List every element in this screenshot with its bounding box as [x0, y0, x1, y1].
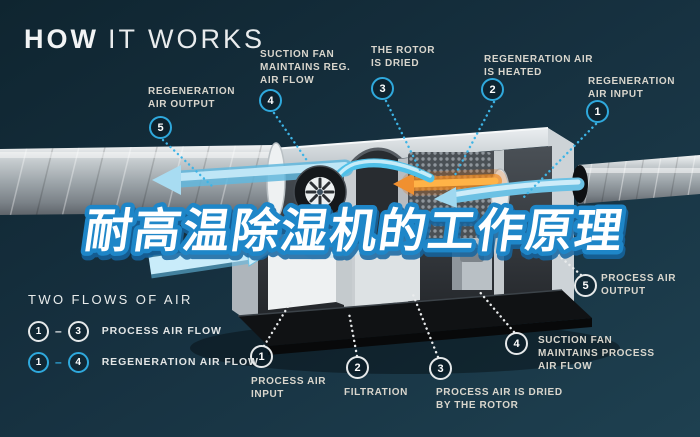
- suction-fan: [293, 165, 347, 219]
- regen-callout-5-number: 5: [149, 116, 172, 139]
- page-title-light: IT WORKS: [107, 24, 265, 54]
- process-callout-4-number: 4: [505, 332, 528, 355]
- process-callout-3-number: 3: [429, 357, 452, 380]
- heated-air-stream: [393, 169, 507, 196]
- regen-callout-5-label: REGENERATION AIR OUTPUT: [148, 86, 236, 110]
- legend-row-regeneration: 1 – 4 REGENERATION AIR FLOW: [28, 351, 259, 373]
- inner-air-slab: [300, 240, 420, 260]
- process-callout-1-number: 1: [250, 345, 273, 368]
- left-duct: [0, 142, 286, 218]
- legend-dash: –: [55, 355, 62, 369]
- process-callout-5-number: 5: [574, 274, 597, 297]
- legend-process-to: 3: [67, 320, 89, 342]
- process-callout-4-label: SUCTION FAN MAINTAINS PROCESS AIR FLOW: [538, 335, 655, 372]
- regen-callout-1-number: 1: [586, 100, 609, 123]
- motor-box: [452, 238, 492, 290]
- page-title-bold: HOW: [24, 24, 99, 54]
- legend-regen-to: 4: [67, 351, 89, 373]
- legend-regen-label: REGENERATION AIR FLOW: [101, 356, 259, 368]
- regen-callout-1-label: REGENERATION AIR INPUT: [588, 76, 676, 100]
- legend-title: TWO FLOWS OF AIR: [28, 292, 193, 307]
- process-callout-2-number: 2: [346, 356, 369, 379]
- legend-row-process: 1 – 3 PROCESS AIR FLOW: [28, 320, 259, 342]
- legend-process-label: PROCESS AIR FLOW: [101, 325, 222, 337]
- process-callout-3-label: PROCESS AIR IS DRIED BY THE ROTOR: [436, 387, 563, 411]
- process-callout-1-label: PROCESS AIR INPUT: [251, 376, 327, 400]
- page-title: HOW IT WORKS: [24, 24, 265, 55]
- legend-process-from: 1: [28, 320, 49, 342]
- regen-callout-4-number: 4: [259, 89, 282, 112]
- regen-leader-lines: [161, 99, 598, 200]
- process-leader-lines: [262, 245, 583, 359]
- process-callout-5-label: PROCESS AIR OUTPUT: [601, 273, 677, 297]
- regen-callout-2-number: 2: [481, 78, 504, 101]
- regen-callout-3-label: THE ROTOR IS DRIED: [371, 45, 436, 69]
- legend-dash: –: [55, 324, 62, 338]
- legend-regen-from: 1: [28, 351, 49, 373]
- regen-callout-2-label: REGENERATION AIR IS HEATED: [484, 54, 594, 78]
- regen-callout-4-label: SUCTION FAN MAINTAINS REG. AIR FLOW: [260, 49, 351, 86]
- legend: TWO FLOWS OF AIR 1 – 3 PROCESS AIR FLOW …: [28, 292, 259, 382]
- regen-callout-3-number: 3: [371, 77, 394, 100]
- process-callout-2-label: FILTRATION: [344, 387, 408, 398]
